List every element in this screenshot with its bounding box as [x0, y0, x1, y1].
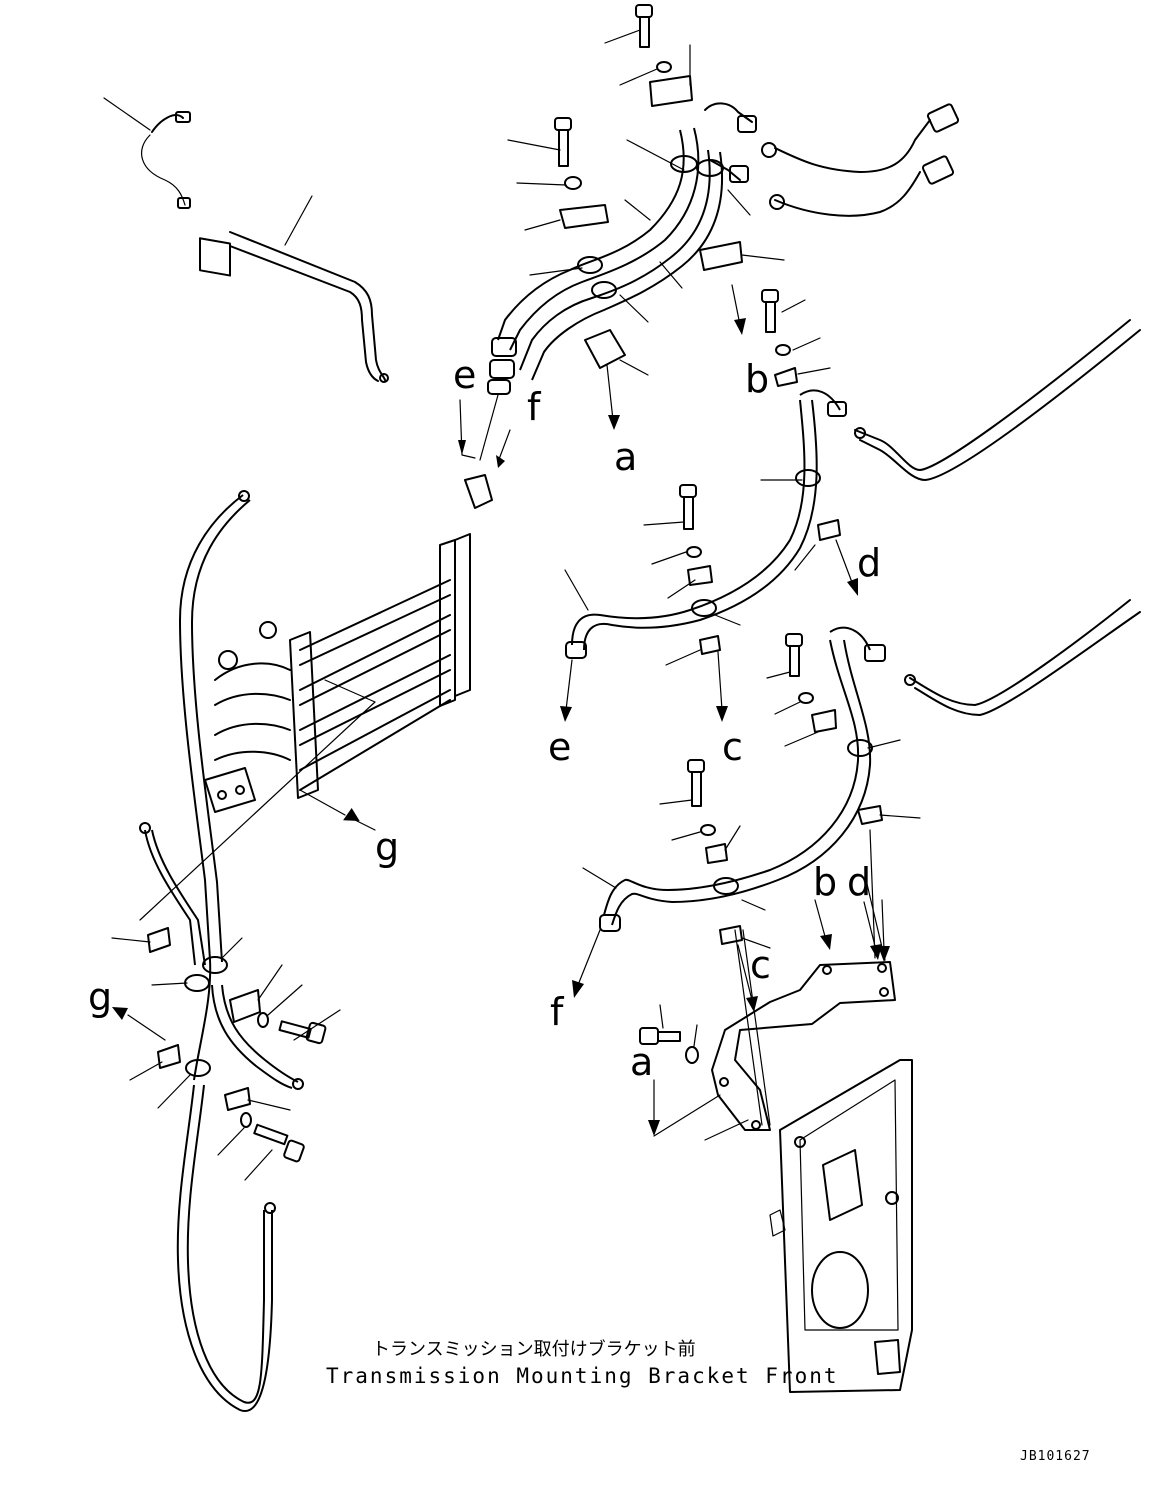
transmission-plate	[769, 1059, 913, 1393]
label-a-top: a	[614, 435, 637, 479]
clamp-a-top	[584, 329, 649, 376]
label-b-bracket: b	[813, 860, 837, 904]
top-bolt-2	[507, 117, 609, 231]
right-long-pipe-1	[854, 319, 1141, 481]
label-g-left: g	[88, 975, 112, 1019]
right-long-pipe-2	[904, 599, 1141, 716]
hose-c-d-lower	[582, 626, 901, 932]
label-a-lower: a	[630, 1040, 653, 1084]
hose-b-d	[564, 389, 847, 659]
upper-left-pipe	[199, 195, 389, 383]
bracket-bolt	[639, 1004, 699, 1064]
caption-english: Transmission Mounting Bracket Front	[326, 1364, 839, 1388]
label-b-top: b	[745, 357, 769, 401]
clamp-b-top	[699, 241, 785, 271]
left-long-hoses	[139, 490, 304, 1413]
bolt-d	[766, 633, 837, 747]
label-d-bracket: d	[847, 860, 871, 904]
label-f-lower: f	[550, 990, 565, 1034]
label-f-top: f	[527, 385, 542, 429]
bolt-b	[761, 289, 831, 387]
label-c-lower: c	[750, 943, 771, 987]
oil-cooler	[139, 474, 493, 921]
bolt-c-lower	[659, 759, 921, 949]
label-c-mid: c	[722, 725, 743, 769]
top-bolt-1	[604, 4, 693, 107]
leader-e-f	[458, 394, 511, 468]
sensor-harness	[103, 97, 191, 209]
main-hose-pair-top	[487, 102, 757, 395]
label-e-top: e	[453, 353, 476, 397]
caption-japanese: トランスミッション取付けブラケット前	[372, 1338, 696, 1360]
bolt-c-upper	[643, 484, 841, 666]
arrows	[112, 284, 890, 1141]
upper-right-pipes	[761, 103, 960, 217]
label-g-mid: g	[375, 825, 399, 869]
left-clamps	[111, 927, 341, 1181]
drawing-code: JB101627	[1020, 1449, 1091, 1464]
label-e-mid: e	[548, 725, 571, 769]
label-d-mid: d	[857, 541, 881, 585]
